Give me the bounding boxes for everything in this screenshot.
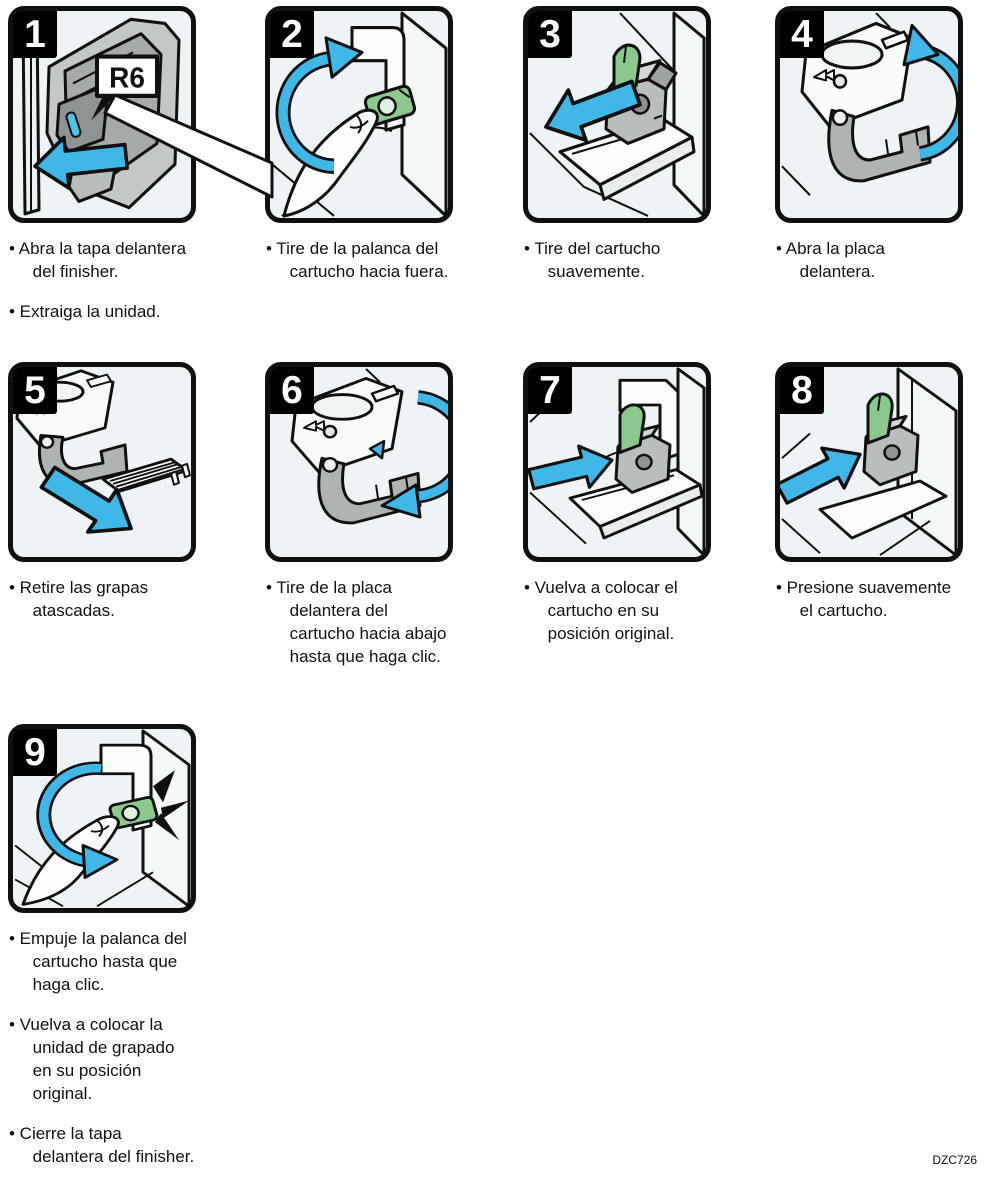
step-instruction: • Vuelva a colocar el cartucho en su pos… — [524, 578, 678, 643]
step-instruction: • Extraiga la unidad. — [9, 302, 161, 321]
step-9-illustration — [14, 729, 191, 908]
step-number-badge: 7 — [528, 367, 572, 414]
step-number: 8 — [791, 369, 813, 412]
step-2-panel: 2 — [265, 6, 453, 223]
cartridge-lever — [866, 392, 894, 445]
curved-arrow-right-icon — [36, 761, 119, 879]
r6-label: R6 — [109, 62, 145, 95]
step-1: R6 1 • Abra la tapa delantera del finish… — [8, 6, 258, 340]
step-instruction: • Abra la tapa delantera del finisher. — [9, 239, 187, 281]
step-3-panel: 3 — [523, 6, 711, 223]
step-9: 9 • Empuje la palanca del cartucho hasta… — [8, 724, 258, 1185]
plate-marker — [368, 439, 386, 460]
step-9-panel: 9 — [8, 724, 196, 913]
step-number: 7 — [539, 369, 561, 412]
step-1-panel: R6 1 — [8, 6, 196, 223]
step-number-badge: 2 — [270, 11, 314, 58]
step-instruction: • Abra la placa delantera. — [776, 239, 885, 281]
step-3: 3 • Tire del cartucho suavemente. — [523, 6, 773, 300]
arrow-right-icon — [528, 444, 614, 491]
step-instruction: • Cierre la tapa delantera del finisher. — [9, 1124, 195, 1166]
step-number: 3 — [539, 13, 561, 56]
arrow-left-icon — [544, 79, 642, 143]
staple-slot-mark — [65, 111, 82, 138]
step-3-illustration — [529, 11, 706, 218]
step-instruction: • Tire de la placa delantera del cartuch… — [266, 578, 447, 666]
step-number: 4 — [791, 13, 813, 56]
step-4-illustration — [781, 12, 958, 196]
r6-label-box — [95, 54, 159, 98]
step-number: 9 — [24, 731, 46, 774]
step-7-panel: 7 — [523, 362, 711, 562]
arrow-up-right-icon — [780, 446, 862, 505]
curved-arrow-up-icon — [902, 23, 958, 162]
step-number-badge: 8 — [780, 367, 824, 414]
step-2-illustration — [271, 11, 448, 218]
step-number: 5 — [24, 369, 46, 412]
step-instruction: • Vuelva a colocar la unidad de grapado … — [9, 1015, 175, 1103]
step-instruction: • Empuje la palanca del cartucho hasta q… — [9, 929, 187, 994]
step-number: 2 — [281, 13, 303, 56]
click-mark — [161, 800, 189, 819]
step-8-illustration — [780, 367, 958, 557]
step-number-badge: 1 — [13, 11, 57, 58]
step-number-badge: 6 — [270, 367, 314, 414]
step-6: 6 • Tire de la placa delantera del cartu… — [265, 362, 515, 685]
click-mark — [155, 813, 179, 840]
step-number-badge: 4 — [780, 11, 824, 58]
step-8-panel: 8 — [775, 362, 963, 562]
step-instruction: • Tire del cartucho suavemente. — [524, 239, 661, 281]
step-7-illustration — [528, 367, 706, 557]
figure-code: DZC726 — [932, 1153, 977, 1167]
step-6-panel: 6 — [265, 362, 453, 562]
curved-arrow-down-icon — [380, 390, 448, 519]
step-4-panel: 4 — [775, 6, 963, 223]
step-number-badge: 3 — [528, 11, 572, 58]
step-7: 7 • Vuelva a colocar el cartucho en su p… — [523, 362, 773, 662]
step-number-badge: 9 — [13, 729, 57, 776]
step-instruction: • Tire de la palanca del cartucho hacia … — [266, 239, 449, 281]
arrow-down-right-icon — [39, 465, 133, 534]
step-8: 8 • Presione suavemente el cartucho. — [775, 362, 986, 639]
cartridge-lever — [618, 403, 646, 454]
click-mark — [153, 770, 175, 803]
curved-arrow-up-icon — [275, 36, 364, 175]
step-instruction: • Retire las grapas atascadas. — [9, 578, 149, 620]
step-4: 4 • Abra la placa delantera. — [775, 6, 986, 300]
step-instruction: • Presione suavemente el cartucho. — [776, 578, 952, 620]
step-6-illustration — [290, 368, 448, 525]
step-number-badge: 5 — [13, 367, 57, 414]
step-number: 6 — [281, 369, 303, 412]
step-2: 2 • Tire de la palanca del cartucho haci… — [265, 6, 515, 300]
step-number: 1 — [24, 13, 46, 56]
step-5: 5 • Retire las grapas atascadas. — [8, 362, 258, 639]
step-5-panel: 5 — [8, 362, 196, 562]
